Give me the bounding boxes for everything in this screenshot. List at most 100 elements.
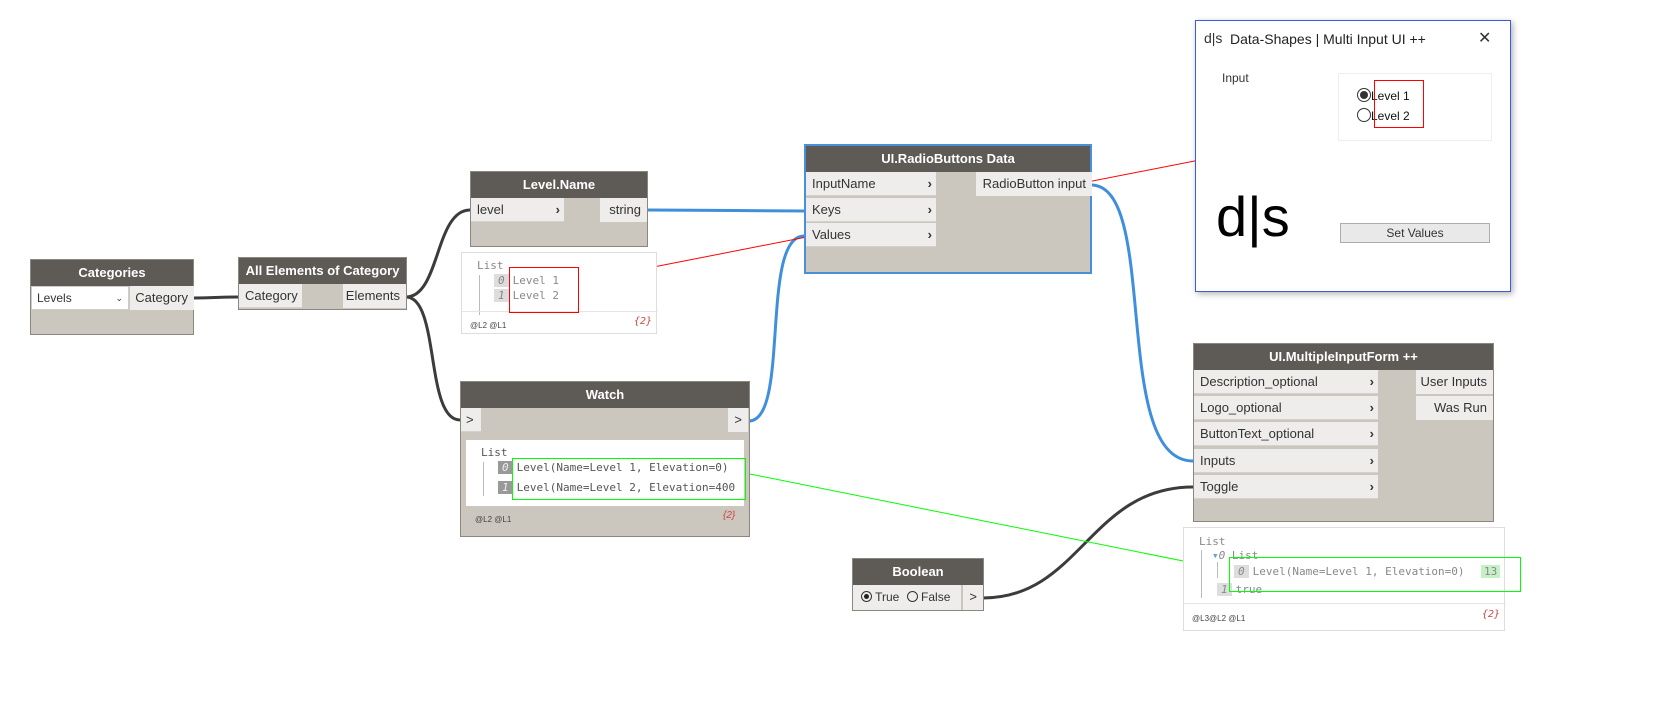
boolean-toggle[interactable]: True False [853,585,961,610]
annotation-red-box [509,267,579,313]
input-port-values[interactable]: Values› [806,223,936,247]
categories-node[interactable]: Categories Levels⌄ Category [30,259,194,335]
chevron-right-icon: › [927,176,932,191]
input-port-inputs[interactable]: Inputs › [1194,449,1378,473]
input-port-category[interactable]: Category [239,284,302,308]
output-port[interactable]: > [728,408,748,432]
output-port-radiobutton-input[interactable]: RadioButton input [976,172,1092,196]
radio-level-2[interactable]: Level 2 [1357,108,1410,123]
annotation-green-box [1229,557,1521,592]
port-label: Keys [812,202,841,217]
port-label: InputName [812,176,876,191]
radio-level-1[interactable]: Level 1 [1357,88,1410,103]
list-count: {2} [723,510,736,521]
annotation-red-box [1374,80,1424,128]
port-label: string [609,202,641,217]
port-label: Category [245,288,298,303]
dropdown-value: Levels [37,291,72,305]
port-label: Toggle [1200,479,1239,494]
input-label: Input [1222,71,1249,85]
port-label: > [969,589,977,604]
chevron-right-icon: › [927,202,932,217]
multiple-input-form-node[interactable]: UI.MultipleInputForm ++ Description_opti… [1193,343,1494,522]
port-label: User Inputs [1420,374,1487,389]
list-levels: @L2 @L1 [475,515,512,524]
output-port-elements[interactable]: Elements [343,284,406,308]
set-values-button[interactable]: Set Values [1340,223,1490,243]
node-title: Boolean [853,559,983,585]
chevron-right-icon: › [555,202,560,217]
wire-string-keys [647,208,805,213]
output-port-user-inputs[interactable]: User Inputs [1416,370,1493,394]
node-title: Watch [461,382,749,408]
true-label: True [875,590,900,604]
radio-group: Level 1 Level 2 [1338,73,1492,141]
chevron-right-icon: › [1369,453,1374,468]
output-port[interactable]: > [963,585,983,610]
node-title: All Elements of Category [239,258,406,284]
output-port-category[interactable]: Category [130,286,194,310]
list-item-extra: 13 [1481,565,1501,578]
input-port-logo[interactable]: Logo_optional › [1194,396,1378,420]
chevron-right-icon: › [927,227,932,242]
list-count: {2} [634,316,653,327]
port-label: Description_optional [1200,374,1318,389]
port-label: > [734,412,742,427]
input-port-buttontext[interactable]: ButtonText_optional› [1194,422,1378,446]
annotation-green-box [512,458,746,500]
wire-watch-values [748,234,805,423]
radio-true[interactable] [861,591,872,602]
list-header: List [1199,535,1226,548]
list-count: {2} [1482,609,1501,620]
port-label: ButtonText_optional [1200,426,1315,441]
node-title: Categories [31,260,193,286]
wire-radio-inputs [1090,183,1194,463]
all-elements-node[interactable]: All Elements of Category Category Elemen… [238,257,407,310]
data-shapes-dialog: d|s Data-Shapes | Multi Input UI ++ ✕ In… [1195,20,1511,292]
input-port-toggle[interactable]: Toggle › [1194,475,1378,499]
chevron-right-icon: › [1369,479,1374,494]
port-label: Inputs [1200,453,1236,468]
input-port-level[interactable]: level› [471,198,564,222]
radio-buttons-data-node[interactable]: UI.RadioButtons Data InputName › Keys › Va… [804,144,1092,274]
category-dropdown[interactable]: Levels⌄ [31,286,129,310]
input-port-inputname[interactable]: InputName › [806,172,936,196]
input-port-description[interactable]: Description_optional › [1194,370,1378,394]
output-port-was-run[interactable]: Was Run [1416,396,1493,420]
input-port-keys[interactable]: Keys › [806,198,936,222]
node-title: UI.MultipleInputForm ++ [1194,344,1493,370]
wire-categories-allelements [192,295,239,300]
port-label: Logo_optional [1200,400,1282,415]
list-levels: @L3@L2 @L1 [1192,614,1246,623]
input-port[interactable]: > [461,408,481,432]
wire-elements-watch [405,295,461,422]
output-port-string[interactable]: string [600,198,647,222]
port-label: > [466,412,474,427]
level-name-node[interactable]: Level.Name level› string [470,171,648,247]
list-header: List [477,259,504,272]
annotation-green-line [744,472,1229,571]
list-levels: @L2 @L1 [470,321,507,330]
ds-logo-small: d|s [1204,30,1223,46]
node-title: UI.RadioButtons Data [806,146,1090,172]
sublist-header[interactable]: ▾0 List [1212,549,1259,562]
port-label: Elements [345,288,400,303]
node-title: Level.Name [471,172,647,198]
close-icon[interactable]: ✕ [1478,30,1492,47]
list-header: List [481,446,508,459]
ds-logo-large: d|s [1216,185,1290,248]
boolean-node[interactable]: Boolean True False > [852,558,984,611]
chevron-right-icon: › [1369,400,1374,415]
port-label: Was Run [1434,400,1487,415]
radio-false[interactable] [906,591,918,602]
dialog-title: Data-Shapes | Multi Input UI ++ [1230,31,1426,47]
chevron-right-icon: › [1369,374,1374,389]
